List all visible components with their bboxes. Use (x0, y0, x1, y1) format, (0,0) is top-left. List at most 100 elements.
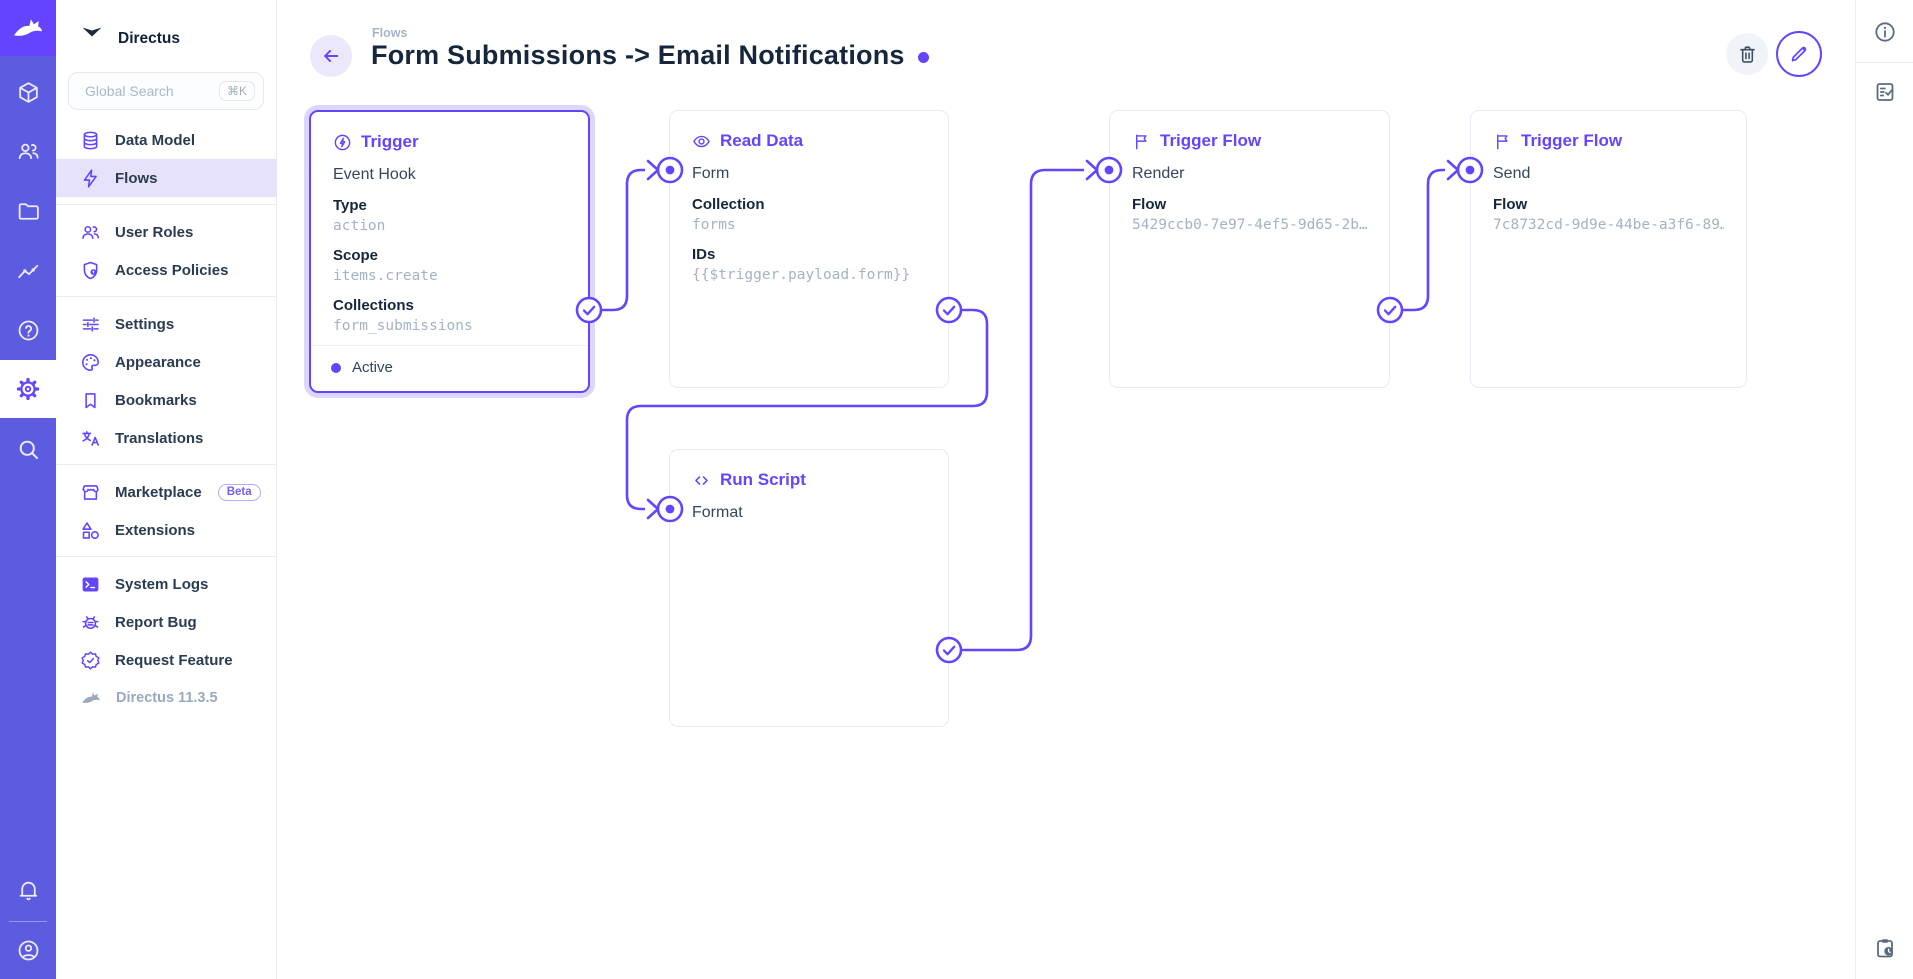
global-search-input[interactable]: Global Search ⌘K (68, 72, 264, 110)
field-label: Flow (1132, 196, 1367, 213)
field-label: Collections (333, 297, 566, 314)
rabbit-icon-gray (78, 688, 104, 708)
clipboard-clock-icon (1873, 936, 1897, 960)
back-button[interactable] (310, 35, 352, 77)
help-icon (16, 318, 41, 343)
users-icon (16, 139, 41, 164)
field-value: action (333, 218, 566, 234)
delete-flow-button[interactable] (1726, 33, 1768, 75)
panel-header: Trigger Flow (1493, 131, 1724, 151)
bolt-icon (80, 168, 101, 189)
terminal-icon (80, 574, 101, 595)
edit-flow-button[interactable] (1776, 31, 1822, 77)
shield-lock-icon (80, 260, 101, 281)
field-value: 5429ccb0-7e97-4ef5-9d65-2b… (1132, 217, 1367, 233)
sidebar-item-translations[interactable]: Translations (56, 419, 277, 457)
module-content-button[interactable] (6, 70, 50, 114)
notifications-button[interactable] (6, 868, 50, 912)
sidebar-item-marketplace[interactable]: Marketplace Beta (56, 473, 277, 511)
field-value: forms (692, 217, 926, 233)
rabbit-icon (12, 12, 44, 44)
global-search-placeholder: Global Search (85, 83, 211, 99)
panel-header: Trigger Flow (1132, 131, 1367, 151)
panel-header: Run Script (692, 470, 926, 490)
panel-name: Format (692, 504, 926, 522)
sidebar-item-request-feature[interactable]: Request Feature (56, 641, 277, 679)
divider (56, 556, 277, 557)
project-name: Directus (118, 30, 180, 48)
sidebar-item-report-bug[interactable]: Report Bug (56, 603, 277, 641)
bookmark-icon (80, 390, 101, 411)
flow-panel-read-data[interactable]: Read Data Form Collection forms IDs {{$t… (669, 110, 949, 388)
divider (1856, 62, 1913, 63)
logs-sidebar-button[interactable] (1856, 70, 1913, 114)
module-files-button[interactable] (6, 189, 50, 233)
field-label: IDs (692, 246, 926, 263)
project-logo-icon (78, 20, 106, 44)
sidebar-item-bookmarks[interactable]: Bookmarks (56, 381, 277, 419)
sidebar-item-user-roles[interactable]: User Roles (56, 213, 277, 251)
module-users-button[interactable] (6, 129, 50, 173)
project-chooser[interactable]: Directus (56, 10, 277, 54)
translate-icon (80, 428, 101, 449)
module-settings-button[interactable] (0, 360, 56, 418)
storefront-icon (80, 482, 101, 503)
sidebar-item-label: Access Policies (115, 262, 228, 279)
sidebar-item-access-policies[interactable]: Access Policies (56, 251, 277, 289)
flag-icon (1132, 132, 1151, 151)
field-label: Type (333, 197, 566, 214)
bell-icon (16, 878, 41, 903)
verified-icon (80, 650, 101, 671)
breadcrumb[interactable]: Flows (372, 26, 407, 40)
flow-panel-trigger-flow-send[interactable]: Trigger Flow Send Flow 7c8732cd-9d9e-44b… (1470, 110, 1747, 388)
trigger-status-footer[interactable]: Active (311, 345, 588, 391)
status-label: Active (352, 359, 393, 376)
field-value: items.create (333, 268, 566, 284)
divider (56, 296, 277, 297)
flow-panel-run-script[interactable]: Run Script Format (669, 449, 949, 727)
panel-header: Trigger (333, 132, 566, 152)
sidebar-item-flows[interactable]: Flows (56, 159, 277, 197)
flow-panel-trigger-flow-render[interactable]: Trigger Flow Render Flow 5429ccb0-7e97-4… (1109, 110, 1390, 388)
field-value: {{$trigger.payload.form}} (692, 267, 926, 283)
field-label: Collection (692, 196, 926, 213)
gear-icon (15, 376, 41, 402)
tune-icon (80, 314, 101, 335)
sidebar-item-data-model[interactable]: Data Model (56, 121, 277, 159)
nav-list: Data Model Flows User Roles (56, 121, 277, 717)
sidebar-item-settings[interactable]: Settings (56, 305, 277, 343)
user-circle-icon (16, 938, 41, 963)
module-insights-button[interactable] (6, 249, 50, 293)
navigation-sidebar: Directus Global Search ⌘K Data Model Flo… (56, 0, 277, 979)
cube-icon (16, 80, 41, 105)
sidebar-item-label: Translations (115, 430, 203, 447)
sidebar-item-label: Settings (115, 316, 174, 333)
directus-rabbit-logo[interactable] (0, 0, 56, 56)
sidebar-item-appearance[interactable]: Appearance (56, 343, 277, 381)
module-bar (0, 0, 56, 979)
sidebar-item-label: Bookmarks (115, 392, 197, 409)
module-help-button[interactable] (6, 308, 50, 352)
user-menu-button[interactable] (6, 928, 50, 972)
field-label: Flow (1493, 196, 1724, 213)
module-search-button[interactable] (6, 427, 50, 471)
divider (56, 204, 277, 205)
panel-title: Run Script (720, 470, 806, 490)
divider (56, 464, 277, 465)
sidebar-item-label: Marketplace (115, 484, 202, 501)
flow-panel-trigger[interactable]: Trigger Event Hook Type action Scope ite… (309, 110, 590, 393)
panel-header: Read Data (692, 131, 926, 151)
eye-icon (692, 132, 711, 151)
category-icon (80, 520, 101, 541)
sidebar-item-system-logs[interactable]: System Logs (56, 565, 277, 603)
bug-icon (80, 612, 101, 633)
folder-icon (16, 199, 41, 224)
sidebar-item-extensions[interactable]: Extensions (56, 511, 277, 549)
activity-clipboard-button[interactable] (1856, 926, 1913, 970)
panel-title: Trigger Flow (1521, 131, 1622, 151)
info-sidebar-button[interactable] (1856, 10, 1913, 54)
panel-title: Read Data (720, 131, 803, 151)
divider (9, 921, 47, 922)
shortcut-badge: ⌘K (219, 81, 255, 101)
